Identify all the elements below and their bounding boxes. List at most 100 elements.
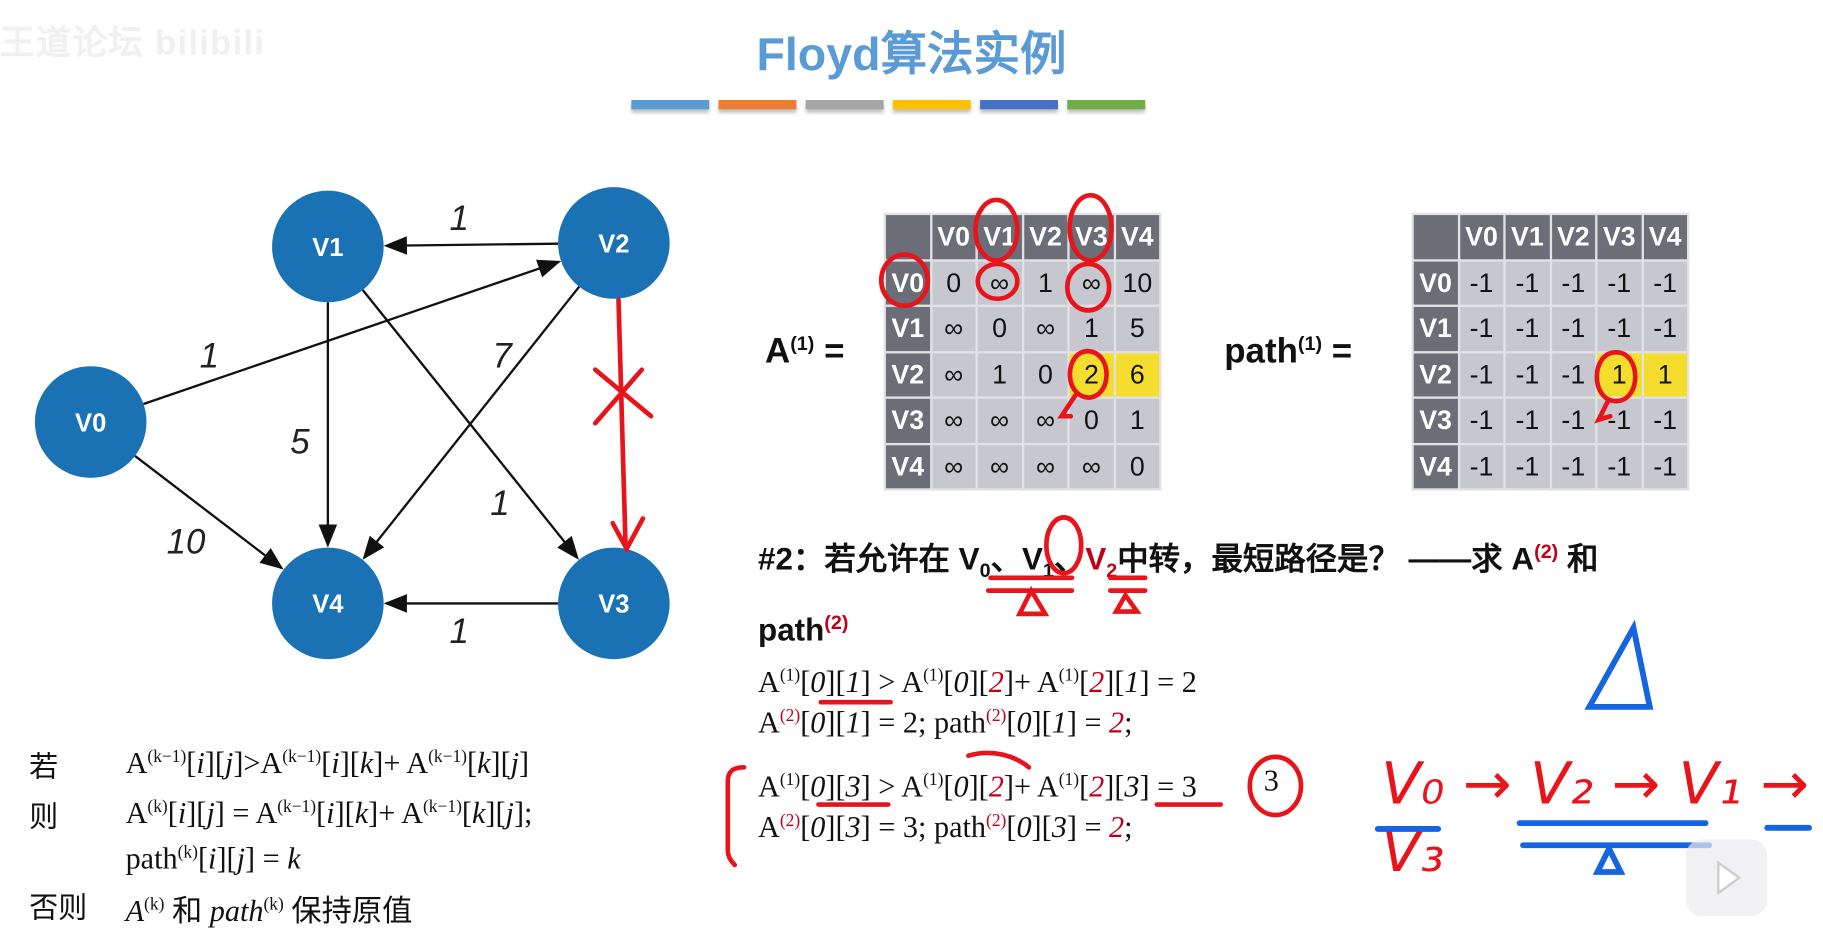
question-text: #2：若允许在 V0、V1、V2中转，最短路径是？ ——求 A(2) 和 pat… <box>758 540 1599 649</box>
arc-f2 <box>966 750 1032 770</box>
matrix-cell: ∞ <box>1021 304 1070 353</box>
formula-part: [ <box>1079 769 1090 804</box>
matrix-cell: -1 <box>1503 442 1552 491</box>
formula-part: (1) <box>1058 771 1080 790</box>
formula-part: 0 <box>810 769 826 804</box>
svg-text:V1: V1 <box>312 234 343 262</box>
svg-text:V3: V3 <box>598 591 629 619</box>
rule-if-formula: A(k−1)[i][j]>A(k−1)[i][k]+ A(k−1)[k][j] <box>126 746 530 781</box>
matrix-cell: ∞ <box>975 396 1024 445</box>
edge-V0-V2 <box>143 259 562 406</box>
formula-part: 0 <box>953 665 969 699</box>
matrix-cell: 1 <box>1641 350 1690 399</box>
formula-part: (1) <box>779 666 801 686</box>
matrix-row-header: V2 <box>1411 350 1460 399</box>
formula-part: A <box>125 894 145 928</box>
formula-part: (k) <box>177 843 198 862</box>
matrix-path-label: path(1) = <box>1224 332 1353 371</box>
matrix-cell: -1 <box>1503 350 1552 399</box>
formula-part: ]+ A <box>1003 665 1059 699</box>
formula-part: 0 <box>953 769 969 804</box>
formula-part: path <box>125 841 178 876</box>
rule-else-formula: A(k) 和 path(k) 保持原值 <box>126 887 413 930</box>
formula-part: ][ <box>1031 705 1052 740</box>
formula-part: j <box>224 746 234 781</box>
node-V3: V3 <box>558 547 670 660</box>
matrix-row-header: V3 <box>883 396 932 445</box>
svg-text:V0: V0 <box>75 409 106 437</box>
color-bar-segment <box>718 99 797 110</box>
play-button[interactable] <box>1685 839 1768 917</box>
matrix-cell: ∞ <box>929 396 978 445</box>
svg-text:V4: V4 <box>312 591 344 619</box>
matrix-a-label: A(1) = <box>765 332 845 371</box>
matrix-row-header: V4 <box>883 442 932 491</box>
matrix-cell: -1 <box>1503 258 1552 307</box>
formula-part: ][ <box>825 769 846 804</box>
matrix-row-header: V2 <box>883 350 932 399</box>
play-icon <box>1717 860 1742 896</box>
rule-then-label: 则 <box>29 799 59 834</box>
matrix-col-header: V2 <box>1021 212 1070 261</box>
edge-weight-label: 7 <box>493 336 514 375</box>
formula-line-3: A(1)[0][3] > A(1)[0][2]+ A(1)[2][3] = 3 <box>758 770 1197 805</box>
formula-part: 3 <box>845 810 861 845</box>
formula-part: (k−1) <box>422 797 462 817</box>
matrix-cell: -1 <box>1549 442 1598 491</box>
node-V0: V0 <box>34 366 147 478</box>
matrix-row: V1-1-1-1-1-1 <box>1411 304 1690 353</box>
watermark: 王道论坛 bilibili <box>0 24 266 63</box>
formula-part: [ <box>1006 705 1017 740</box>
matrix-row-header: V1 <box>883 304 932 353</box>
matrix-cell: -1 <box>1549 258 1598 307</box>
formula-part: j <box>510 746 520 781</box>
matrix-cell: 5 <box>1113 304 1162 353</box>
rule-if-label: 若 <box>29 749 59 784</box>
formula-part: ] = 3; path <box>860 810 987 845</box>
formula-part: 2 <box>1089 769 1105 804</box>
matrix-cell: -1 <box>1503 304 1552 353</box>
formula-part: ][ <box>968 665 989 699</box>
matrix-col-header: V1 <box>1503 212 1552 261</box>
matrix-corner <box>1411 212 1460 261</box>
matrix-row-header: V0 <box>883 258 932 307</box>
formula-part: A <box>758 769 780 804</box>
matrix-col-header: V4 <box>1641 212 1690 261</box>
color-bar <box>631 99 1146 110</box>
formula-part: 1 <box>1051 705 1067 740</box>
formula-part: 0 <box>810 705 826 740</box>
formula-part: [ <box>1006 810 1017 845</box>
formula-part: A <box>758 705 780 740</box>
formula-part: ] = <box>245 841 288 876</box>
matrix-cell: 1 <box>1067 304 1116 353</box>
formula-part: ][ <box>485 796 506 831</box>
matrix-cell: -1 <box>1641 396 1690 445</box>
matrix-cell: -1 <box>1549 350 1598 399</box>
formula-part: 1 <box>1124 665 1140 699</box>
formula-part: ][ <box>968 769 989 804</box>
formula-part: 保持原值 <box>283 894 413 928</box>
formula-part: (k) <box>263 895 284 915</box>
matrix-cell: -1 <box>1457 350 1506 399</box>
formula-part: 0 <box>810 665 826 699</box>
formula-part: 0 <box>1016 810 1032 845</box>
matrix-cell: -1 <box>1595 258 1644 307</box>
matrix-col-header: V0 <box>929 212 978 261</box>
formula-part: [ <box>1079 665 1090 699</box>
node-V2: V2 <box>558 187 670 299</box>
formula-part: (k−1) <box>147 747 187 767</box>
formula-part: 0 <box>1016 705 1032 740</box>
formula-part: [ <box>186 746 197 781</box>
formula-part: (k) <box>147 797 168 817</box>
formula-part: A <box>758 810 780 845</box>
matrix-cell: 0 <box>1113 442 1162 491</box>
formula-part: A <box>758 665 780 699</box>
formula-part: ]+ A <box>373 746 429 781</box>
matrix-col-header: V0 <box>1457 212 1506 261</box>
formula-part: ]+ A <box>1003 769 1059 804</box>
